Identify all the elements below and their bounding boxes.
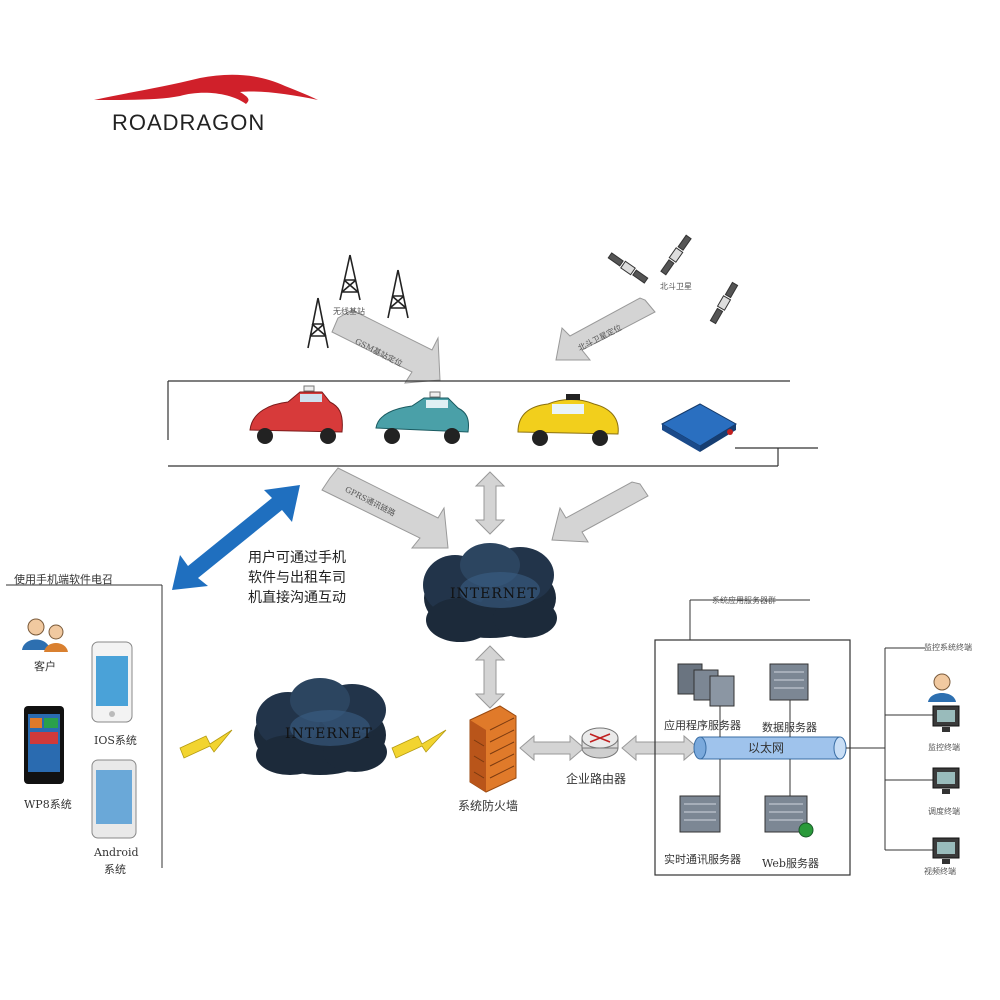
note-line: 机直接沟通互动 xyxy=(248,590,346,606)
roadragon-logo: ROADRAGON xyxy=(90,70,320,140)
realtime-server-label: 实时通讯服务器 xyxy=(664,853,741,866)
taxi-teal-icon xyxy=(375,391,469,444)
gprs-arrow-left xyxy=(321,467,449,549)
android-label-2: 系统 xyxy=(104,863,126,876)
dispatch-terminal-label: 调度终端 xyxy=(928,807,960,816)
vertical-arrow-top xyxy=(474,471,506,535)
gprs-arrow-right xyxy=(551,481,649,543)
web-server-label: Web服务器 xyxy=(762,857,819,870)
firewall-router-arrow xyxy=(519,734,585,762)
video-terminal-label: 视频终端 xyxy=(924,867,956,876)
internet-cloud-top: INTERNET xyxy=(423,543,557,642)
ios-label: IOS系统 xyxy=(94,734,137,747)
person-icon xyxy=(928,673,956,702)
taxi-yellow-icon xyxy=(517,394,619,446)
data-server-icon xyxy=(769,663,809,701)
monitor-terminal-icon xyxy=(932,705,960,732)
android-label-1: Android xyxy=(94,846,139,859)
tower-icon xyxy=(307,254,409,349)
video-terminal-icon xyxy=(932,837,960,864)
iphone-icon xyxy=(91,641,133,723)
bds-arrow xyxy=(555,297,656,361)
web-server-icon xyxy=(764,795,814,838)
wp8-label: WP8系统 xyxy=(24,798,72,811)
app-server-label: 应用程序服务器 xyxy=(664,719,741,732)
satellite-icon xyxy=(607,234,739,325)
gps-tracker-device-icon xyxy=(660,403,737,452)
base-station-label: 无线基站 xyxy=(333,307,365,316)
customer-icon xyxy=(22,618,68,652)
firewall-icon xyxy=(469,705,517,793)
satellite-label: 北斗卫星 xyxy=(660,282,692,291)
gsm-arrow xyxy=(331,309,441,384)
firewall-label: 系统防火墙 xyxy=(458,799,519,813)
mobile-section-title: 使用手机端软件电召 xyxy=(14,573,113,586)
monitor-terminal-label: 监控终端 xyxy=(928,743,960,752)
realtime-server-icon xyxy=(679,795,721,833)
internet-label-top: INTERNET xyxy=(450,586,538,602)
monitor-group-label: 监控系统终端 xyxy=(924,643,972,652)
router-label: 企业路由器 xyxy=(566,772,627,786)
router-ethernet-arrow xyxy=(621,734,699,762)
data-server-label: 数据服务器 xyxy=(762,721,817,734)
dispatch-terminal-icon xyxy=(932,767,960,794)
ethernet-label: 以太网 xyxy=(748,741,785,755)
lightning-icon xyxy=(179,729,447,759)
server-group-label: 系统应用服务器群 xyxy=(712,596,776,605)
app-server-icon xyxy=(677,663,735,707)
note-line: 用户可通过手机 xyxy=(248,550,346,566)
internet-cloud-bottom: INTERNET xyxy=(254,678,387,775)
android-phone-icon xyxy=(91,759,137,839)
customer-label: 客户 xyxy=(34,660,56,673)
internet-label-bottom: INTERNET xyxy=(285,726,373,742)
ethernet-pipe xyxy=(693,736,847,760)
vertical-arrow-bottom xyxy=(474,645,506,709)
note-line: 软件与出租车司 xyxy=(248,570,346,586)
logo-text: ROADRAGON xyxy=(112,110,266,135)
windows-phone-icon xyxy=(24,706,64,784)
logo-car-swoosh-icon xyxy=(94,74,318,104)
interaction-note: 用户可通过手机 软件与出租车司 机直接沟通互动 xyxy=(248,548,346,608)
taxi-red-icon xyxy=(249,385,343,444)
router-icon xyxy=(581,727,619,759)
blue-double-arrow xyxy=(172,485,300,590)
